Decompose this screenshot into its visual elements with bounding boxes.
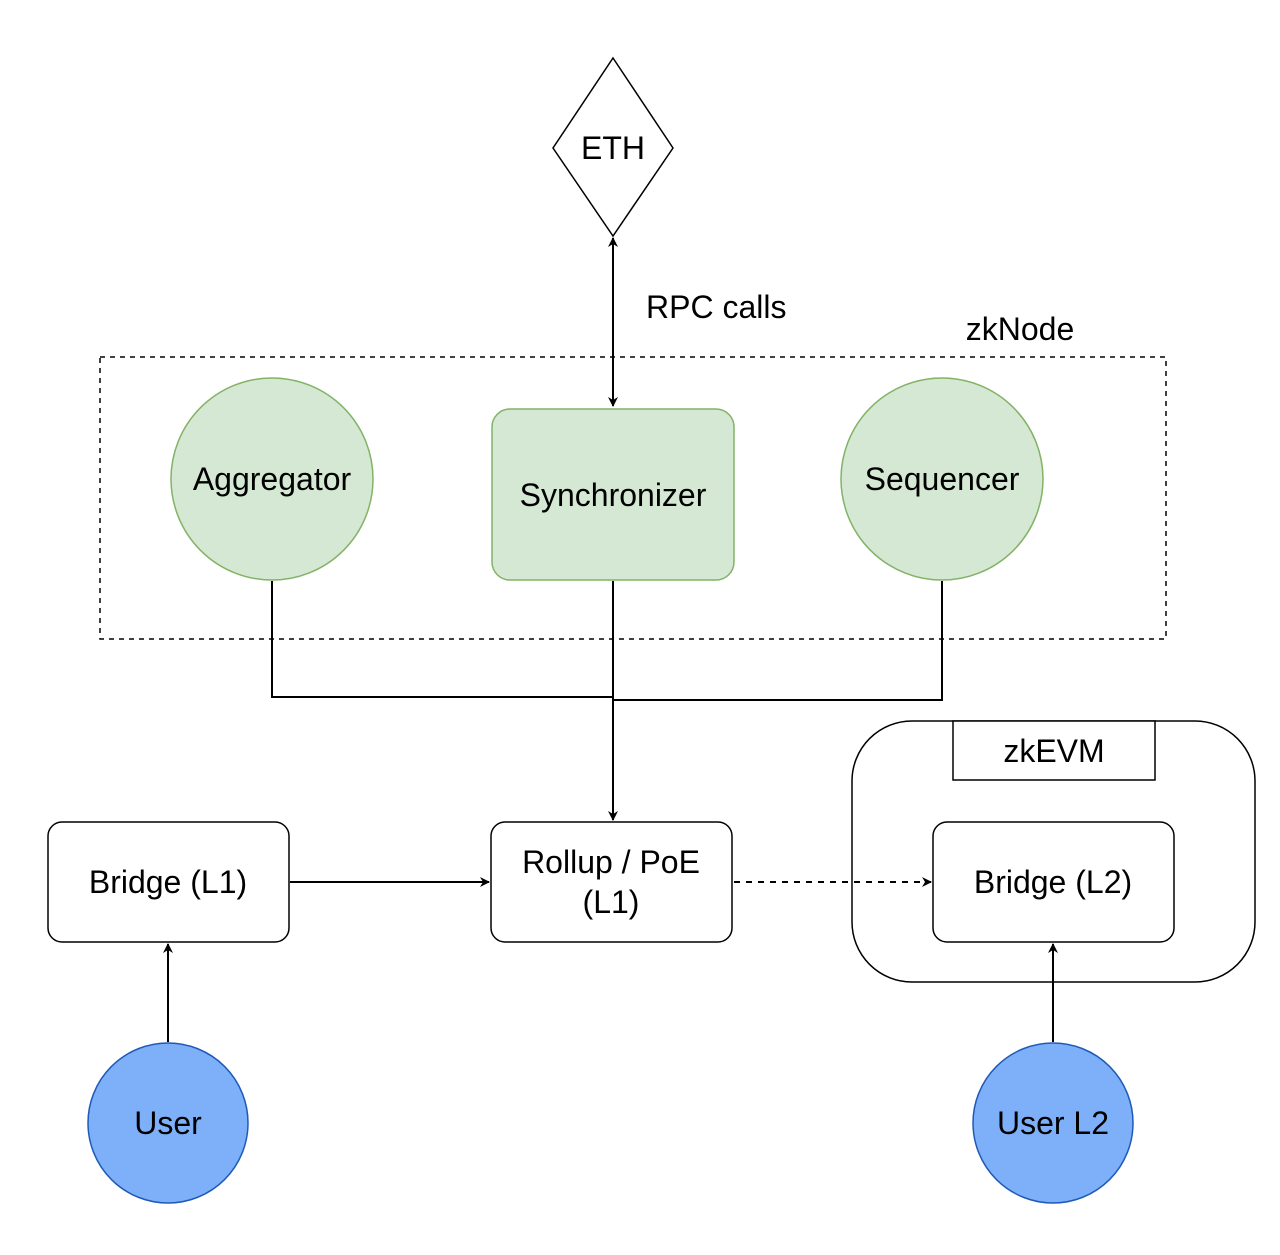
zknode-label: zkNode xyxy=(966,311,1075,347)
sequencer-connector xyxy=(613,581,943,701)
synchronizer-node xyxy=(491,408,735,581)
aggregator-node xyxy=(170,377,374,581)
sequencer-node xyxy=(840,377,1044,581)
aggregator-connector xyxy=(271,581,613,698)
sequencer-label: Sequencer xyxy=(865,461,1020,497)
rollup-poe-label-line2: (L1) xyxy=(583,884,640,920)
user-node xyxy=(87,1042,249,1204)
user-label: User xyxy=(134,1105,202,1141)
rollup-poe-node xyxy=(490,821,733,943)
eth-label: ETH xyxy=(581,130,645,166)
rollup-poe-label-line1: Rollup / PoE xyxy=(522,844,700,880)
zkevm-label: zkEVM xyxy=(1003,733,1104,769)
rpc-calls-label: RPC calls xyxy=(646,289,786,325)
user-l2-label: User L2 xyxy=(997,1105,1109,1141)
bridge-l1-label: Bridge (L1) xyxy=(89,864,247,900)
zkevm-title-box xyxy=(952,720,1156,781)
synchronizer-label: Synchronizer xyxy=(520,477,707,513)
bridge-l2-node xyxy=(932,821,1175,943)
user-l2-node xyxy=(972,1042,1134,1204)
zknode-container xyxy=(99,356,1167,640)
bridge-l1-node xyxy=(47,821,290,943)
eth-node xyxy=(552,56,674,238)
bridge-l2-label: Bridge (L2) xyxy=(974,864,1132,900)
aggregator-label: Aggregator xyxy=(193,461,352,497)
